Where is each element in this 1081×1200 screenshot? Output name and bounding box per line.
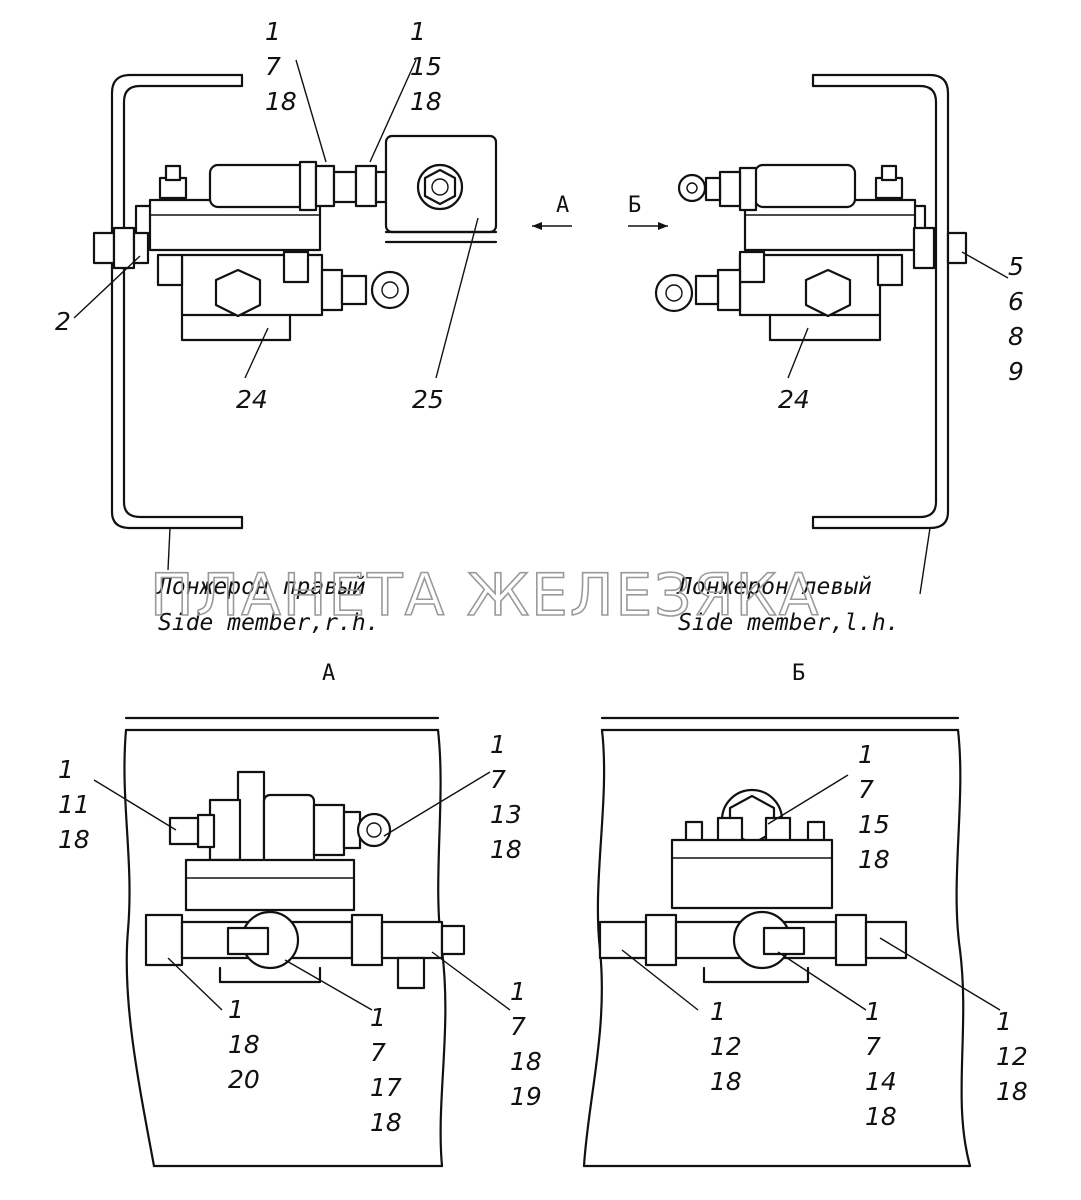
svg-text:18: 18 (228, 1030, 260, 1059)
svg-text:13: 13 (490, 800, 522, 829)
svg-text:7: 7 (265, 52, 281, 81)
watermark: ПЛАНЕТА ЖЕЛЕЗЯКА (150, 561, 820, 629)
svg-text:1: 1 (370, 1003, 386, 1032)
valve-assembly-right (92, 134, 498, 342)
svg-text:18: 18 (996, 1077, 1028, 1106)
svg-text:7: 7 (490, 765, 506, 794)
svg-text:18: 18 (410, 87, 442, 116)
callout-top-2: 1 15 18 (410, 17, 442, 116)
svg-text:1: 1 (865, 997, 881, 1026)
left-member-label-en: Side member,l.h. (678, 610, 900, 636)
callout-b-4: 1 12 18 (996, 1007, 1028, 1106)
svg-text:1: 1 (58, 755, 74, 784)
svg-text:9: 9 (1008, 357, 1024, 386)
callout-a-5: 1 7 18 19 (510, 977, 542, 1111)
svg-text:18: 18 (510, 1047, 542, 1076)
callout-b-1: 1 7 15 18 (858, 740, 890, 874)
svg-text:15: 15 (858, 810, 890, 839)
svg-text:1: 1 (490, 730, 506, 759)
svg-text:18: 18 (58, 825, 90, 854)
svg-text:7: 7 (370, 1038, 386, 1067)
callout-top-4: 24 (236, 385, 268, 414)
top-leaders (73, 59, 1009, 595)
side-member-left-channel (811, 73, 950, 530)
svg-text:1: 1 (710, 997, 726, 1026)
svg-text:18: 18 (370, 1108, 402, 1137)
callout-top-5: 25 (412, 385, 444, 414)
svg-text:7: 7 (865, 1032, 881, 1061)
svg-text:1: 1 (410, 17, 426, 46)
side-member-right-channel (110, 73, 244, 530)
valve-assembly-left (654, 163, 968, 342)
callout-b-3: 1 7 14 18 (865, 997, 897, 1131)
view-a-title: А (322, 661, 335, 686)
svg-text:14: 14 (865, 1067, 897, 1096)
svg-text:1: 1 (265, 17, 281, 46)
callout-b-2: 1 12 18 (710, 997, 742, 1096)
arrow-a-label: А (556, 193, 569, 218)
svg-text:1: 1 (510, 977, 526, 1006)
view-b-assembly (598, 788, 908, 984)
svg-text:19: 19 (510, 1082, 542, 1111)
svg-text:18: 18 (490, 835, 522, 864)
view-b-title: Б (792, 661, 805, 686)
svg-text:15: 15 (410, 52, 442, 81)
view-a-leaders (93, 771, 511, 1011)
svg-text:18: 18 (710, 1067, 742, 1096)
svg-text:17: 17 (370, 1073, 402, 1102)
view-a-assembly (144, 770, 466, 990)
callout-top-1: 1 7 18 (265, 17, 297, 116)
callout-top-6: 5 6 8 9 (1008, 252, 1024, 386)
svg-text:12: 12 (996, 1042, 1028, 1071)
view-b-leaders (621, 774, 1001, 1011)
svg-text:1: 1 (228, 995, 244, 1024)
view-arrows (532, 222, 668, 230)
right-member-label-ru: Лонжерон правый (156, 574, 366, 600)
callout-top-7: 24 (778, 385, 810, 414)
svg-text:11: 11 (58, 790, 90, 819)
svg-text:12: 12 (710, 1032, 742, 1061)
arrow-b-label: Б (628, 193, 641, 218)
svg-text:20: 20 (228, 1065, 260, 1094)
callout-top-3: 2 (55, 307, 71, 336)
svg-text:7: 7 (510, 1012, 526, 1041)
callout-a-3: 1 18 20 (228, 995, 260, 1094)
svg-text:18: 18 (265, 87, 297, 116)
svg-text:6: 6 (1008, 287, 1024, 316)
callout-a-1: 1 11 18 (58, 755, 90, 854)
svg-text:5: 5 (1008, 252, 1024, 281)
callout-a-4: 1 7 17 18 (370, 1003, 402, 1137)
right-member-label-en: Side member,r.h. (158, 610, 380, 636)
svg-text:18: 18 (858, 845, 890, 874)
left-member-label-ru: Лонжерон левый (676, 574, 872, 600)
svg-text:8: 8 (1008, 322, 1024, 351)
callout-a-2: 1 7 13 18 (490, 730, 522, 864)
svg-text:18: 18 (865, 1102, 897, 1131)
svg-text:7: 7 (858, 775, 874, 804)
svg-text:1: 1 (996, 1007, 1012, 1036)
svg-text:1: 1 (858, 740, 874, 769)
